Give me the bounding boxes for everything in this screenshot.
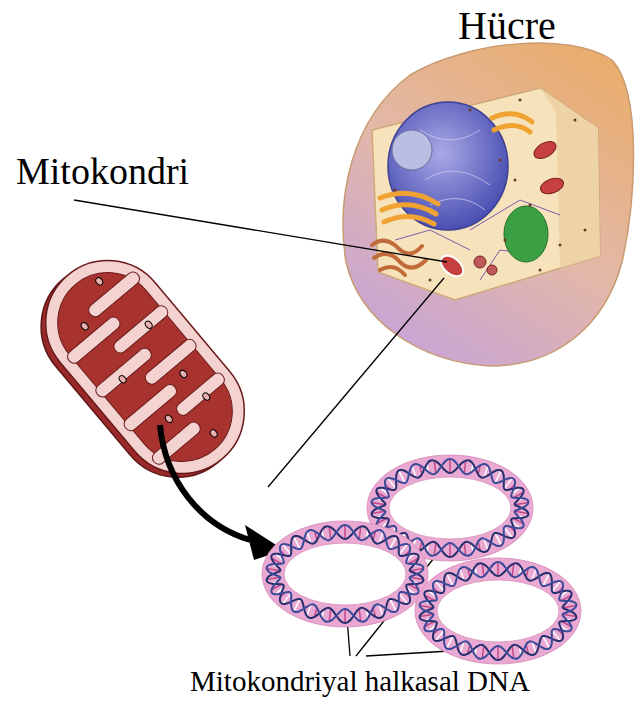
leader-line: [268, 278, 444, 487]
small-mitochondria: [437, 138, 566, 281]
ring-outline: [415, 558, 581, 664]
outer-membrane: [20, 235, 269, 499]
mtdna-dots: [60, 270, 234, 461]
cell-label: Hücre: [458, 6, 556, 46]
dna-strand: [420, 562, 577, 659]
base-pair: [359, 609, 361, 622]
base-pair: [497, 562, 499, 576]
base-pair: [464, 543, 466, 556]
ring-outline: [437, 580, 559, 642]
plastid: [504, 206, 548, 262]
base-pair: [359, 527, 361, 540]
ring-outline: [284, 543, 406, 605]
base-pair: [449, 459, 451, 473]
dna-ring: [367, 455, 533, 561]
base-pair: [512, 646, 514, 659]
ring-band: [426, 569, 570, 653]
ring-band: [273, 532, 417, 616]
base-pair: [329, 609, 331, 622]
base-pair: [329, 527, 331, 540]
dna-strand: [267, 525, 424, 622]
dna-ring: [262, 521, 428, 627]
cristae: [51, 269, 241, 466]
base-pair: [512, 564, 514, 577]
endoplasmic-reticulum: [372, 241, 426, 275]
dna-label: Mitokondriyal halkasal DNA: [190, 667, 530, 696]
base-pair: [344, 609, 346, 623]
leader-line: [74, 200, 447, 262]
base-pair: [497, 646, 499, 660]
base-pair: [464, 461, 466, 474]
nucleus: [388, 102, 508, 230]
organelle-label: Mitokondri: [16, 152, 189, 190]
base-pair: [434, 543, 436, 556]
mitochondrion: [16, 235, 270, 502]
cell-body: [343, 43, 633, 366]
base-pair: [434, 461, 436, 474]
lysosomes: [474, 256, 497, 275]
base-pair: [344, 525, 346, 539]
ring-outline: [389, 477, 511, 539]
base-pair: [482, 646, 484, 659]
matrix: [37, 252, 252, 482]
ribosomes: [394, 99, 587, 282]
arrow-shaft: [160, 425, 250, 540]
golgi: [380, 114, 532, 224]
ring-outline: [367, 455, 533, 561]
dna-ring: [415, 558, 581, 664]
cytoplasm: [372, 88, 600, 300]
base-pair: [482, 564, 484, 577]
ring-outline: [262, 521, 428, 627]
curved-arrow: [160, 425, 284, 560]
dna-rings: [262, 455, 581, 664]
cell-illustration: [343, 43, 633, 366]
nucleolus: [392, 130, 432, 170]
base-pair: [449, 543, 451, 557]
cytoplasm-wall: [540, 88, 600, 268]
